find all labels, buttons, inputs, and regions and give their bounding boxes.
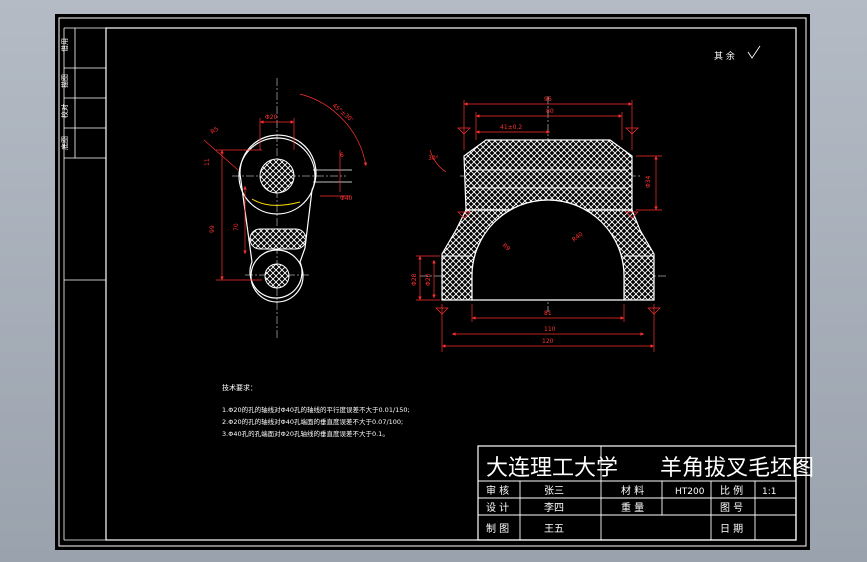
- dim-left-mid: 70: [233, 223, 240, 231]
- label-material: 材 料: [621, 484, 644, 497]
- tech-item: 2.Φ20的孔的轴线对Φ40孔端面的垂直度误差不大于0.07/100;: [222, 417, 403, 426]
- roughness-symbol-icon: [747, 45, 761, 59]
- dim-right-right-height: Φ34: [645, 175, 652, 188]
- left-view: [232, 78, 352, 340]
- label-drawing-no: 图 号: [720, 502, 743, 514]
- label-design: 设 计: [486, 501, 509, 514]
- svg-text:底图: 底图: [60, 136, 69, 150]
- tech-requirements: 技术要求： 1.Φ20的孔的轴线对Φ40孔的轴线的平行度误差不大于0.01/15…: [222, 383, 410, 438]
- tech-heading: 技术要求：: [222, 383, 257, 392]
- right-view-dims: [416, 100, 662, 352]
- svg-text:借用: 借用: [60, 38, 69, 52]
- surface-note: 其 余: [714, 50, 735, 62]
- label-date: 日 期: [720, 523, 743, 535]
- dim-right-inner-top: 80: [546, 108, 554, 115]
- value-drafter: 王五: [544, 524, 564, 535]
- value-scale: 1:1: [762, 487, 776, 497]
- label-review: 审 核: [486, 484, 509, 497]
- tech-item: 1.Φ20的孔的轴线对Φ40孔的轴线的平行度误差不大于0.01/150;: [222, 405, 410, 414]
- dim-right-slot: 41±0.2: [500, 124, 522, 131]
- label-scale: 比 例: [720, 484, 743, 497]
- right-view: [420, 96, 668, 312]
- dim-left-bottom-dia: Φ40: [340, 195, 353, 202]
- dim-right-overall-top: 96: [544, 96, 552, 103]
- dim-right-base-mid: 110: [544, 326, 556, 333]
- side-strip: [63, 27, 106, 541]
- dim-left-offset: 6: [340, 152, 344, 159]
- outer-border: [58, 17, 807, 547]
- left-view-dims: [203, 93, 368, 281]
- value-reviewer: 张三: [544, 485, 564, 497]
- dim-right-base-inner: 81: [544, 310, 552, 317]
- svg-text:描图: 描图: [60, 74, 69, 88]
- dim-left-side: 11: [204, 158, 211, 166]
- dim-right-base-overall: 120: [542, 338, 554, 345]
- label-weight: 重 量: [621, 501, 644, 514]
- dim-right-angle: 30°: [428, 155, 439, 162]
- dim-left-chamfer: R5: [210, 126, 221, 136]
- dim-left-top-width: Φ20: [265, 114, 278, 121]
- dim-left-height: 99: [209, 225, 216, 233]
- dim-right-foot-height: Φ20: [425, 273, 432, 286]
- svg-text:校对: 校对: [60, 104, 69, 118]
- title-block: [477, 445, 797, 541]
- university-name: 大连理工大学: [486, 456, 618, 481]
- tech-item: 3.Φ40孔的孔端面对Φ20孔轴线的垂直度误差不大于0.1。: [222, 429, 389, 438]
- inner-frame: [105, 27, 797, 541]
- value-material: HT200: [675, 487, 705, 497]
- dim-right-radius-left: R9: [501, 242, 512, 253]
- label-draw: 制 图: [486, 522, 509, 535]
- value-designer: 李四: [544, 501, 564, 514]
- dim-right-left-height: Φ28: [411, 273, 418, 286]
- drawing-title: 羊角拔叉毛坯图: [660, 456, 814, 481]
